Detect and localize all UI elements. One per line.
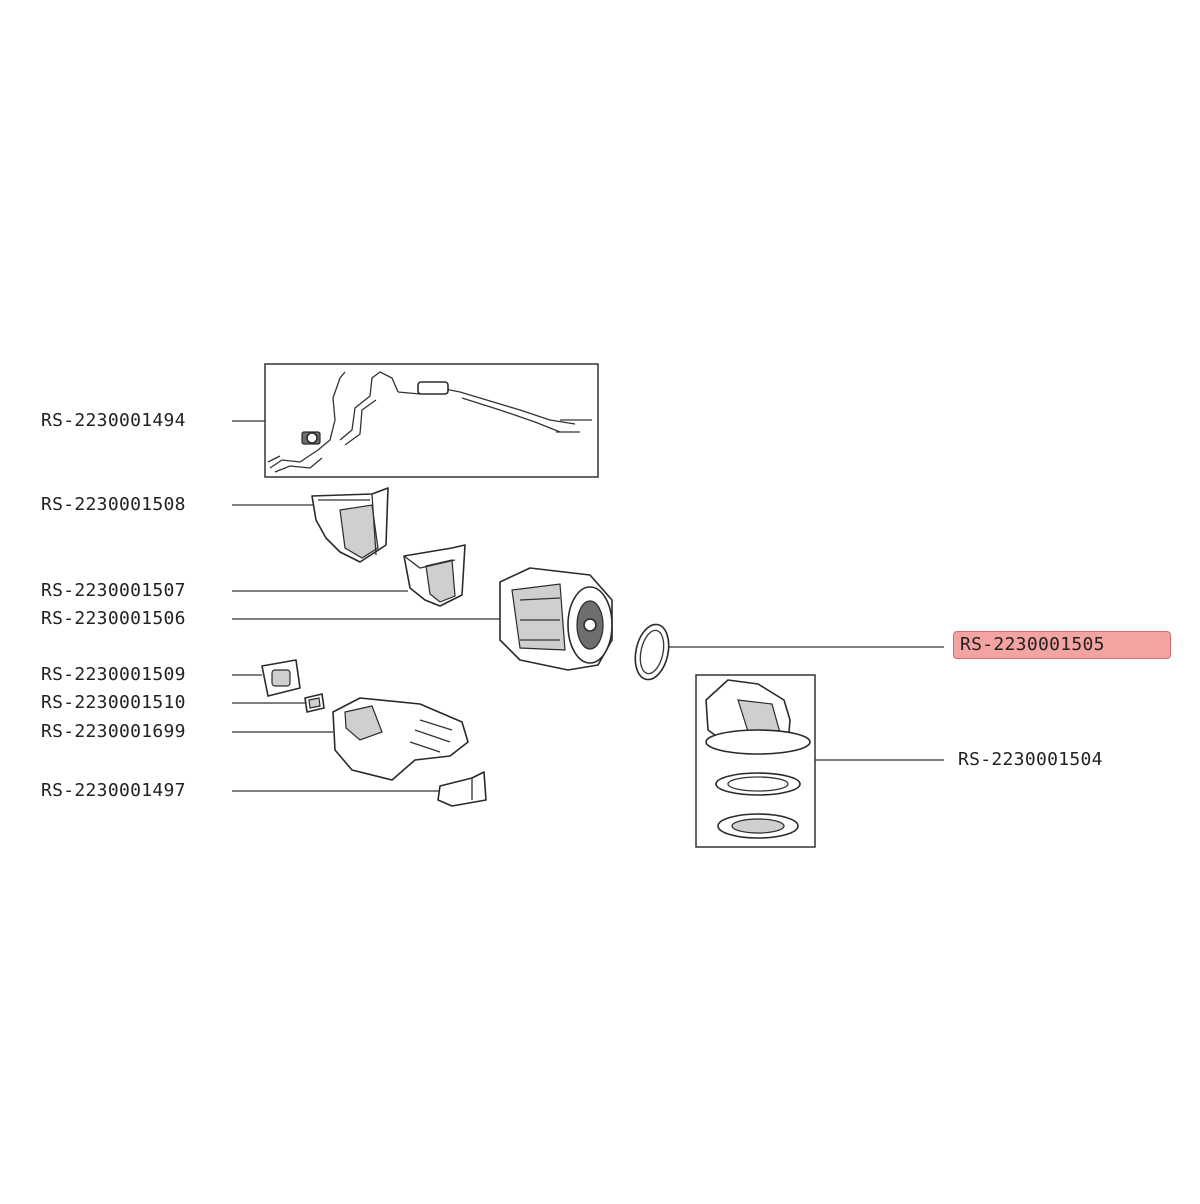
part-label-handle-cover[interactable]: RS-2230001699 [41,721,186,742]
wiring-harness-drawing [267,371,592,473]
part-label-seal-ring[interactable]: RS-2230001505 [953,631,1171,659]
part-label-outlet-kit[interactable]: RS-2230001504 [958,749,1103,770]
switch-cap-drawing [261,659,301,697]
part-label-duct-small[interactable]: RS-2230001507 [41,580,186,601]
large-duct-drawing [311,487,389,563]
part-label-switch-cap[interactable]: RS-2230001509 [41,664,186,685]
harness-frame [264,363,599,478]
outlet-kit-drawing [705,679,811,839]
handle-cover-drawing [332,697,469,781]
small-plate-drawing [304,693,325,713]
part-label-harness[interactable]: RS-2230001494 [41,410,186,431]
bracket-drawing [437,771,487,807]
small-duct-drawing [403,544,466,607]
seal-ring-drawing [634,623,670,681]
part-label-duct-large[interactable]: RS-2230001508 [41,494,186,515]
part-label-bracket[interactable]: RS-2230001497 [41,780,186,801]
outlet-kit-frame [695,674,816,848]
part-label-small-plate[interactable]: RS-2230001510 [41,692,186,713]
part-label-motor[interactable]: RS-2230001506 [41,608,186,629]
leader-lines [232,420,944,792]
motor-drawing [499,567,613,671]
